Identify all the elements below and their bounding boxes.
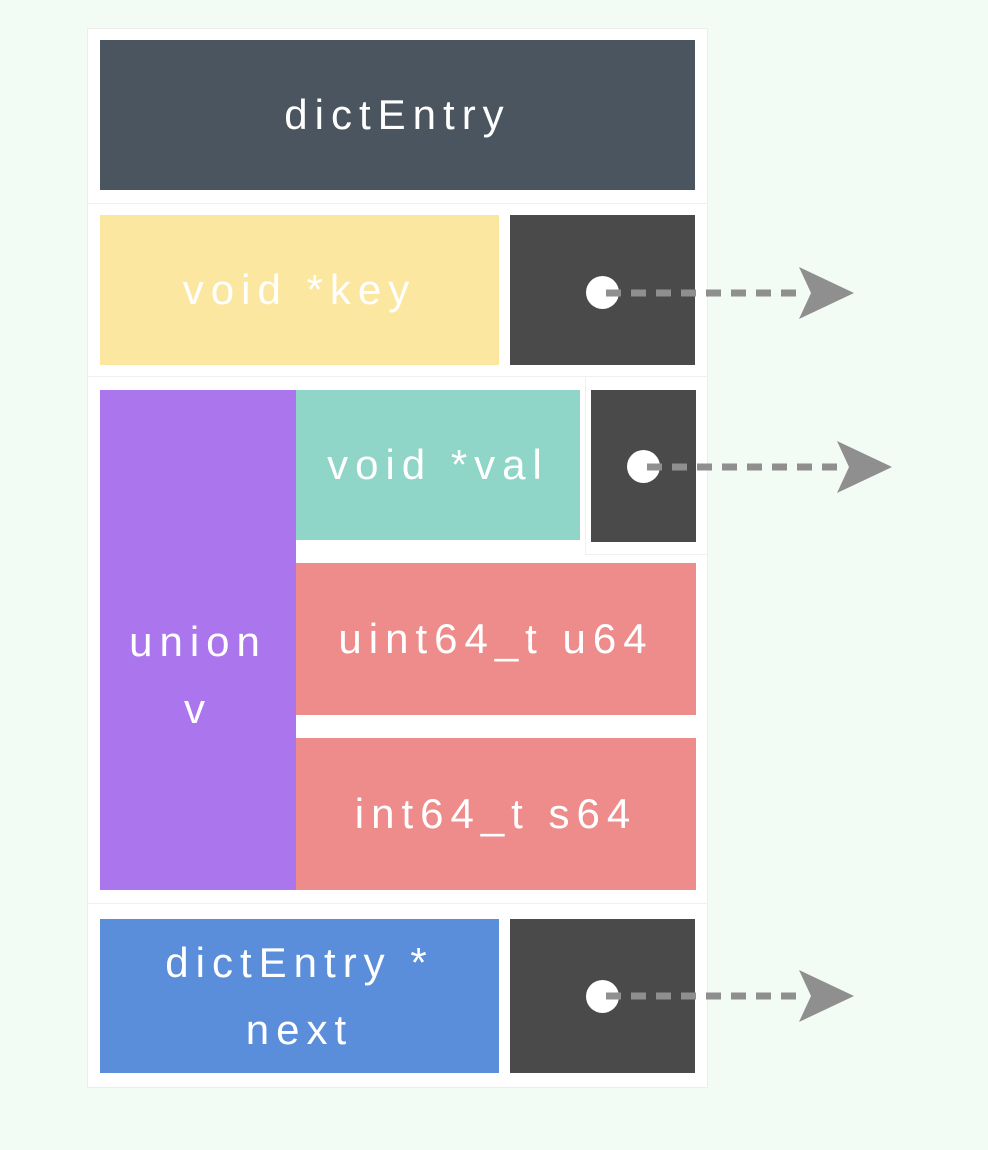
pointer-arrow-icon — [647, 441, 892, 493]
field-next-box: dictEntry * next — [100, 919, 499, 1073]
field-key-label: void *key — [182, 266, 417, 313]
field-next-label-line2: next — [245, 1006, 354, 1053]
union-label: union v — [100, 608, 296, 742]
union-box — [100, 390, 296, 890]
divider — [88, 203, 707, 204]
field-next-label-line1: dictEntry * — [165, 939, 434, 986]
union-label-line2: v — [184, 685, 212, 732]
divider — [88, 903, 707, 904]
field-u64-label: uint64_t u64 — [338, 615, 654, 662]
field-s64-box: int64_t s64 — [296, 738, 696, 890]
pointer-arrow-icon — [606, 970, 854, 1022]
field-val-box: void *val — [296, 390, 580, 540]
divider — [585, 377, 586, 554]
struct-title: dictEntry — [284, 91, 511, 138]
union-label-line1: union — [129, 618, 267, 665]
struct-title-box: dictEntry — [100, 40, 695, 190]
pointer-arrow-icon — [606, 267, 854, 319]
divider — [88, 376, 707, 377]
field-u64-box: uint64_t u64 — [296, 563, 696, 715]
divider — [585, 554, 707, 555]
field-val-label: void *val — [327, 441, 549, 488]
field-key-box: void *key — [100, 215, 499, 365]
field-s64-label: int64_t s64 — [354, 790, 638, 837]
